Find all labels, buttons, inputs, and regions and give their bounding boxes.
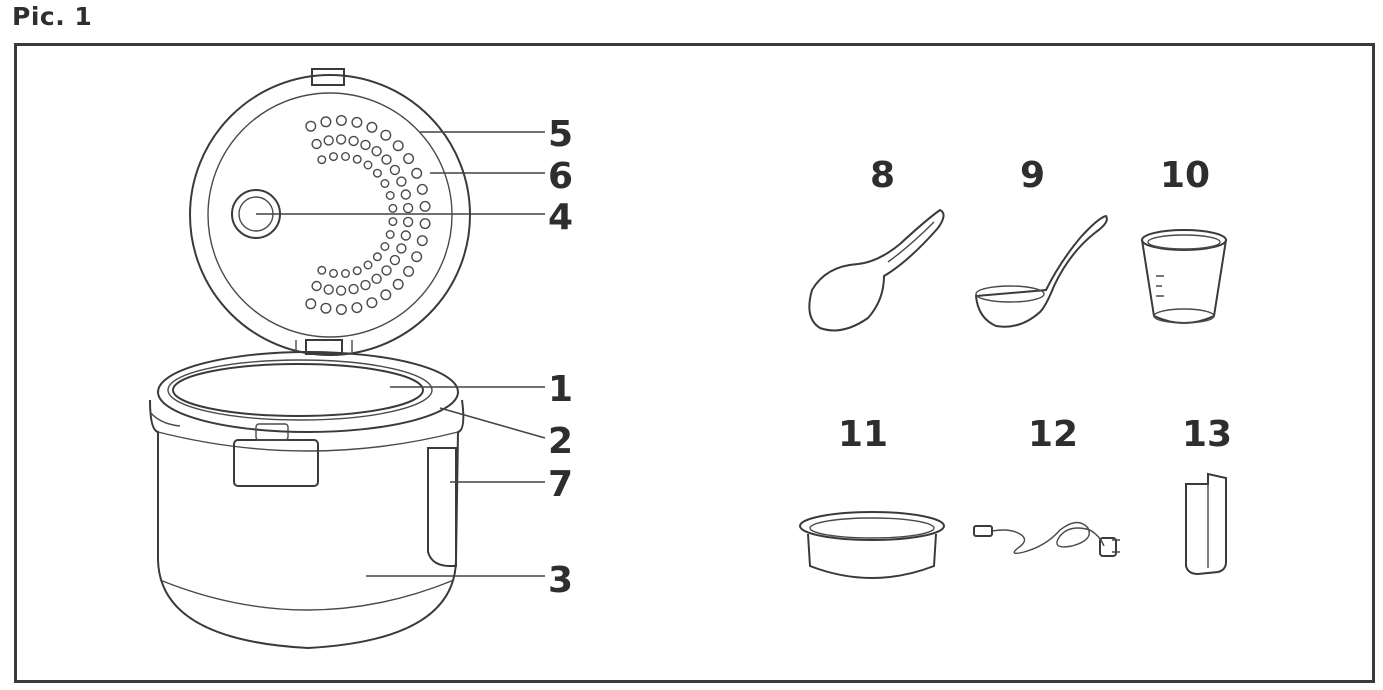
steam-hole xyxy=(381,265,392,276)
steam-hole xyxy=(380,129,392,141)
leader-2 xyxy=(439,407,546,439)
label-9: 9 xyxy=(1020,155,1045,196)
soup-ladle xyxy=(974,214,1108,328)
condensation-collector xyxy=(1185,472,1227,576)
steam-hole xyxy=(351,116,363,128)
steam-hole xyxy=(372,168,382,178)
inner-pot xyxy=(799,511,945,579)
steam-hole xyxy=(366,297,378,309)
steam-hole xyxy=(372,252,382,262)
figure-title: Pic. 1 xyxy=(12,2,93,31)
steam-hole xyxy=(323,284,334,295)
steam-hole xyxy=(371,273,382,284)
steam-hole xyxy=(389,254,401,266)
label-4: 4 xyxy=(548,197,573,238)
steam-hole xyxy=(392,278,404,290)
steam-hole xyxy=(348,283,359,295)
steam-hole xyxy=(392,140,404,152)
steam-hole xyxy=(351,302,363,314)
steam-hole xyxy=(305,298,317,310)
steam-hole xyxy=(371,145,382,157)
steam-hole xyxy=(360,139,371,151)
steam-hole xyxy=(402,202,414,214)
steam-hole xyxy=(380,241,390,251)
steam-hole xyxy=(335,285,347,296)
steam-hole xyxy=(317,155,327,165)
steam-hole xyxy=(385,229,395,239)
label-6: 6 xyxy=(548,156,573,197)
steam-hole xyxy=(335,304,347,316)
label-12: 12 xyxy=(1028,414,1078,455)
steam-hole xyxy=(403,265,415,277)
steam-hole xyxy=(419,218,431,230)
steam-hole xyxy=(385,190,395,200)
steam-hole xyxy=(366,121,378,133)
steam-hole xyxy=(380,289,392,301)
steam-hole xyxy=(400,189,411,200)
steam-hole xyxy=(396,176,407,187)
steam-hole xyxy=(363,260,373,270)
steam-hole xyxy=(305,120,317,132)
label-11: 11 xyxy=(838,414,888,455)
steam-hole xyxy=(411,167,423,179)
steam-hole xyxy=(335,114,347,126)
steam-hole xyxy=(411,251,423,263)
steam-hole xyxy=(380,178,390,188)
steam-hole xyxy=(311,280,322,292)
steam-hole xyxy=(323,135,334,146)
label-5: 5 xyxy=(548,114,573,155)
steam-hole xyxy=(352,266,362,276)
label-10: 10 xyxy=(1160,155,1210,196)
steam-hole xyxy=(320,302,332,314)
steam-hole xyxy=(320,116,332,128)
steam-hole xyxy=(317,265,327,275)
steam-hole xyxy=(363,160,373,170)
steam-hole xyxy=(348,135,359,147)
steam-hole xyxy=(360,279,371,291)
label-7: 7 xyxy=(548,464,573,505)
cooker-body xyxy=(149,351,465,650)
steam-hole xyxy=(402,216,414,228)
steam-hole xyxy=(396,243,407,254)
cooker-lid xyxy=(189,68,471,356)
steam-hole xyxy=(341,151,351,161)
steam-hole xyxy=(329,152,339,162)
steam-hole xyxy=(389,164,401,176)
steam-hole xyxy=(419,200,431,212)
rice-paddle xyxy=(808,208,945,332)
power-cord xyxy=(973,521,1120,557)
measuring-cup xyxy=(1141,229,1227,324)
steam-hole xyxy=(403,153,415,165)
steam-hole xyxy=(352,154,362,164)
leader-lines xyxy=(256,131,546,577)
steam-holes xyxy=(305,114,431,316)
steam-hole xyxy=(311,138,322,150)
steam-hole xyxy=(335,134,347,145)
steam-hole xyxy=(388,203,398,213)
label-2: 2 xyxy=(548,421,573,462)
steam-hole xyxy=(329,268,339,278)
label-3: 3 xyxy=(548,560,573,601)
steam-hole xyxy=(381,154,392,165)
label-1: 1 xyxy=(548,369,573,410)
steam-hole xyxy=(416,235,428,247)
steam-hole xyxy=(388,217,398,227)
steam-hole xyxy=(400,230,411,241)
steam-hole xyxy=(416,183,428,195)
label-13: 13 xyxy=(1182,414,1232,455)
steam-hole xyxy=(341,269,351,279)
label-8: 8 xyxy=(870,155,895,196)
